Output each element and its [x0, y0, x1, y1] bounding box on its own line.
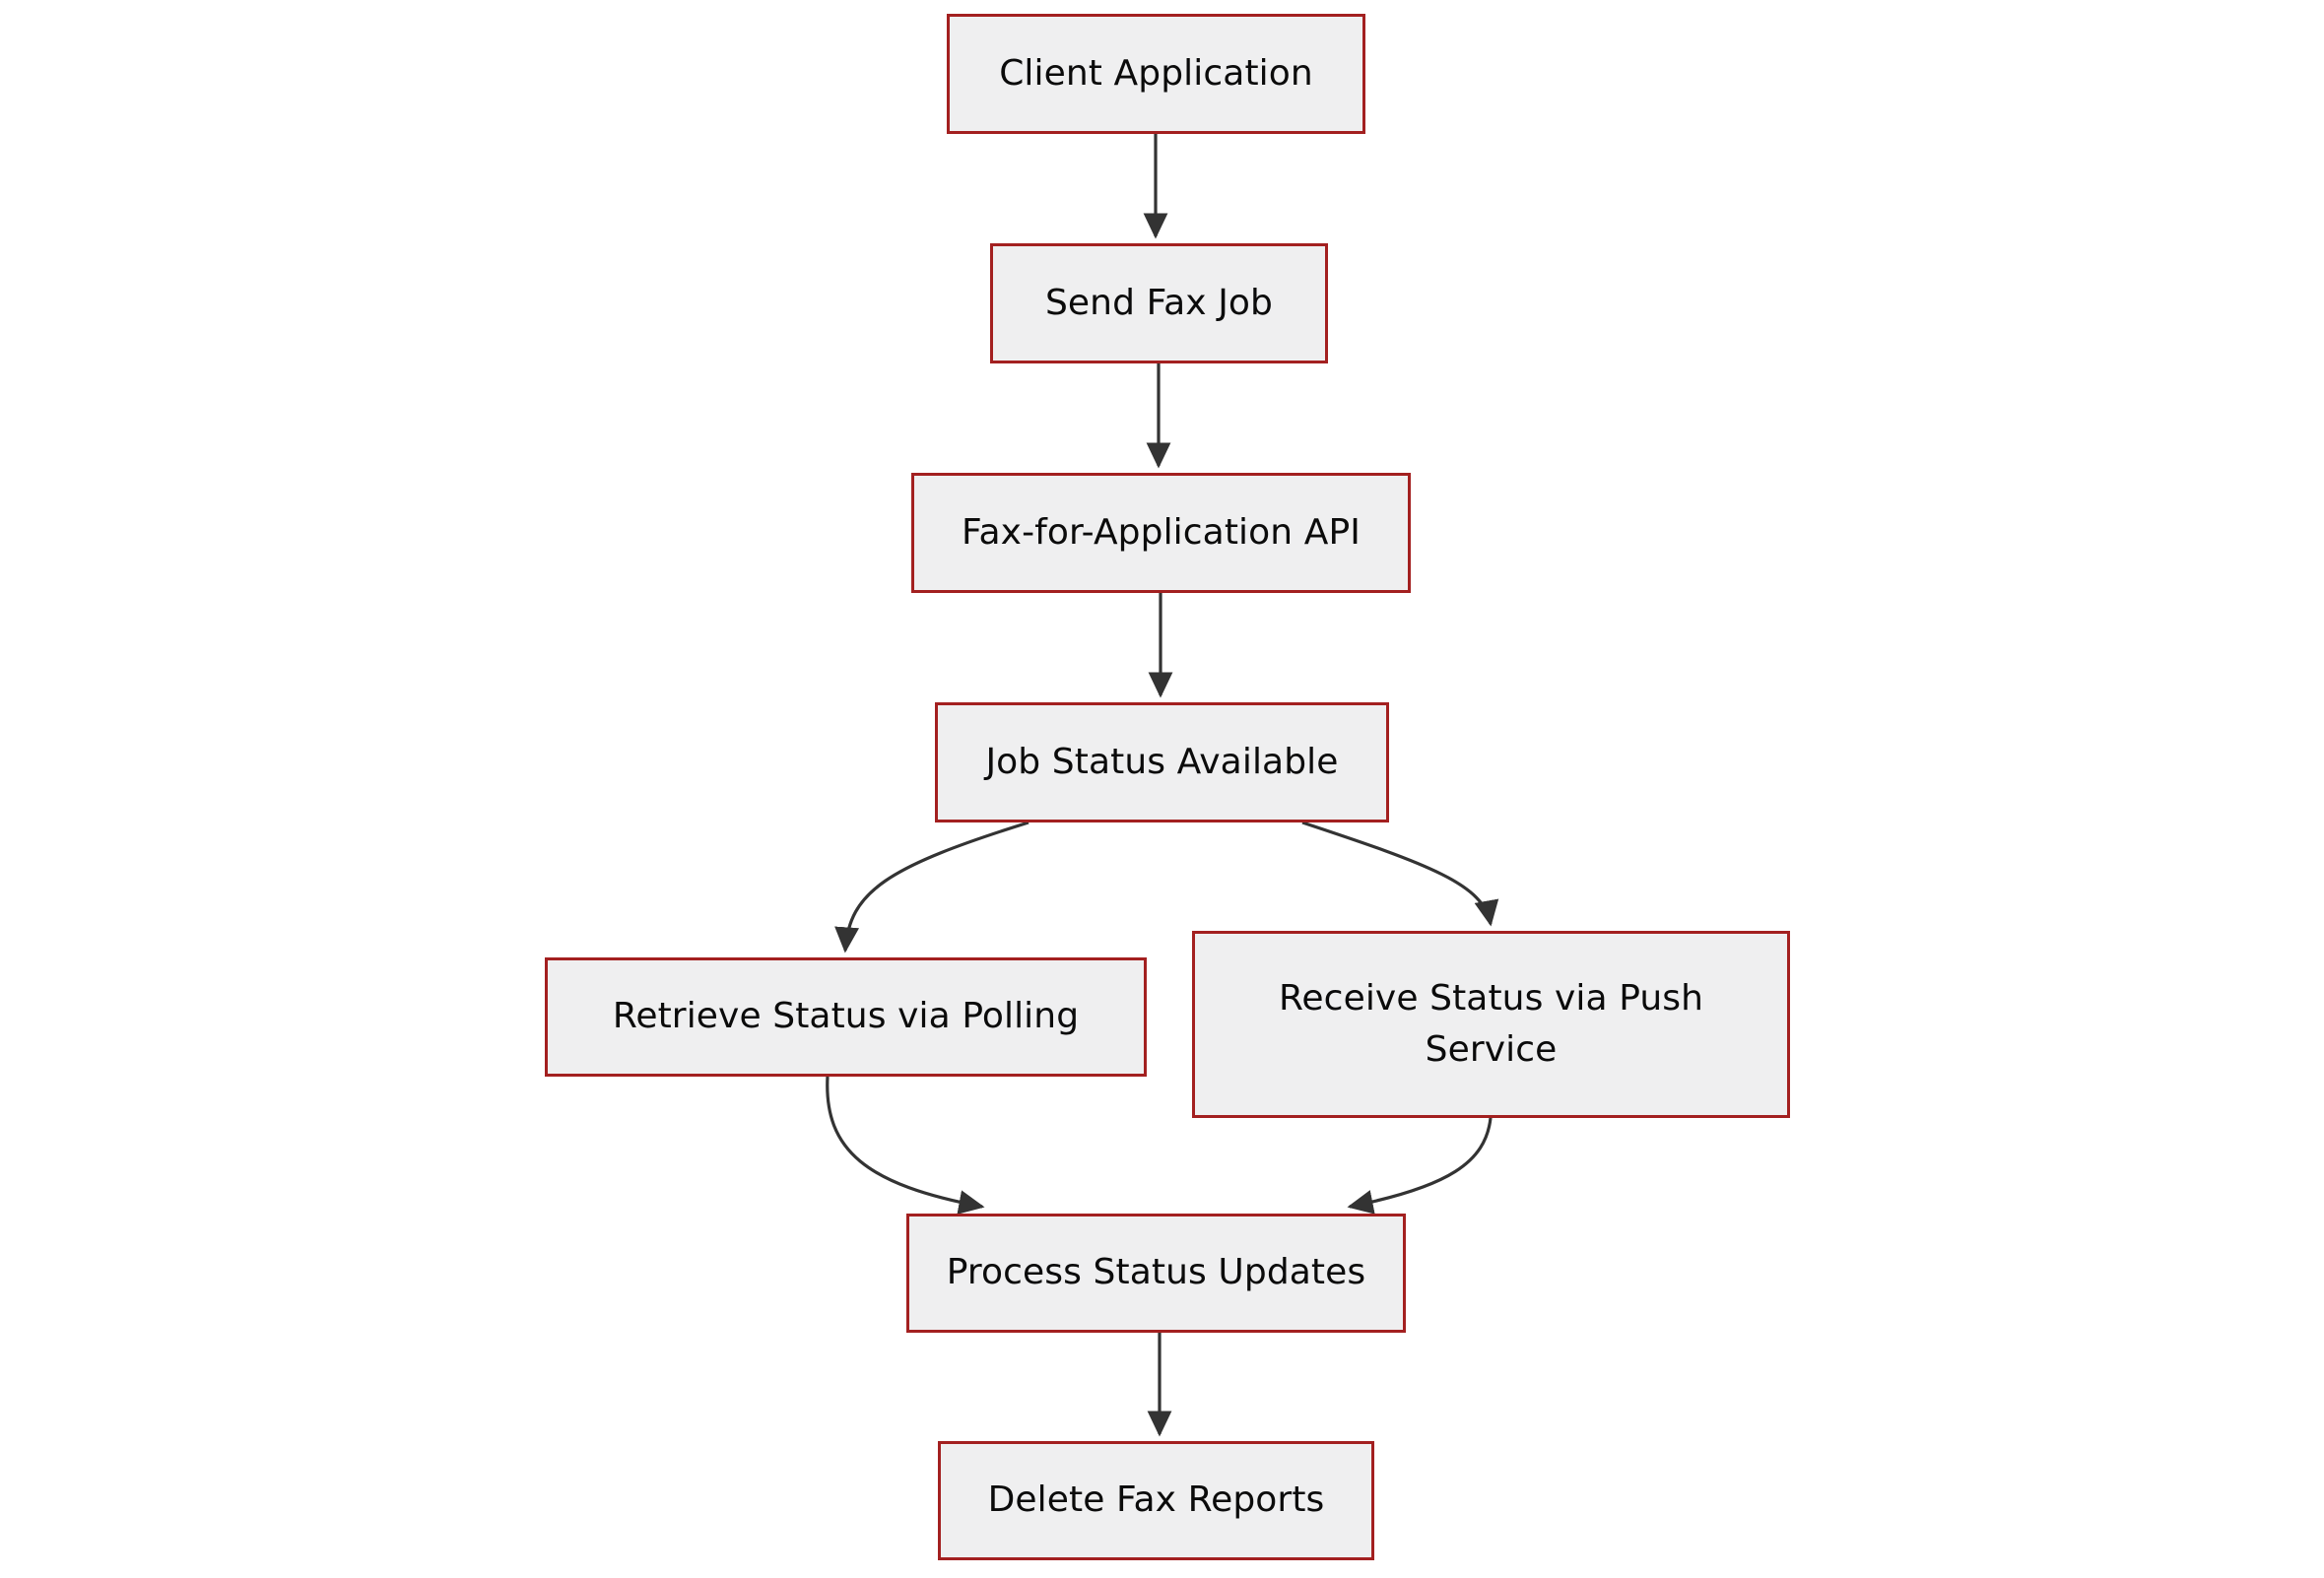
node-job-status-available[interactable]: Job Status Available — [935, 702, 1389, 822]
node-receive-status-via-push-service[interactable]: Receive Status via Push Service — [1192, 931, 1790, 1118]
node-send-fax-job-label: Send Fax Job — [1044, 282, 1274, 323]
node-fax-for-application-api[interactable]: Fax-for-Application API — [911, 473, 1411, 593]
edge-retrieve-polling-to-process-updates — [826, 1076, 985, 1215]
node-retrieve-status-via-polling-label: Retrieve Status via Polling — [612, 996, 1080, 1037]
node-process-status-updates[interactable]: Process Status Updates — [906, 1214, 1406, 1333]
edge-receive-push-to-process-updates — [1347, 1117, 1493, 1215]
node-delete-fax-reports-label: Delete Fax Reports — [987, 1479, 1325, 1521]
node-fax-for-application-api-label: Fax-for-Application API — [962, 511, 1361, 553]
node-receive-status-via-push-service-label: Receive Status via Push Service — [1278, 977, 1704, 1070]
node-process-status-updates-label: Process Status Updates — [946, 1252, 1366, 1293]
node-client-application-label: Client Application — [999, 52, 1313, 94]
node-job-status-available-label: Job Status Available — [985, 741, 1339, 782]
node-client-application[interactable]: Client Application — [947, 14, 1365, 134]
node-send-fax-job[interactable]: Send Fax Job — [990, 243, 1328, 363]
edge-job-status-to-retrieve-polling — [834, 821, 1029, 953]
node-retrieve-status-via-polling[interactable]: Retrieve Status via Polling — [545, 957, 1147, 1077]
node-delete-fax-reports[interactable]: Delete Fax Reports — [938, 1441, 1374, 1560]
edge-job-status-to-receive-push — [1301, 821, 1499, 927]
